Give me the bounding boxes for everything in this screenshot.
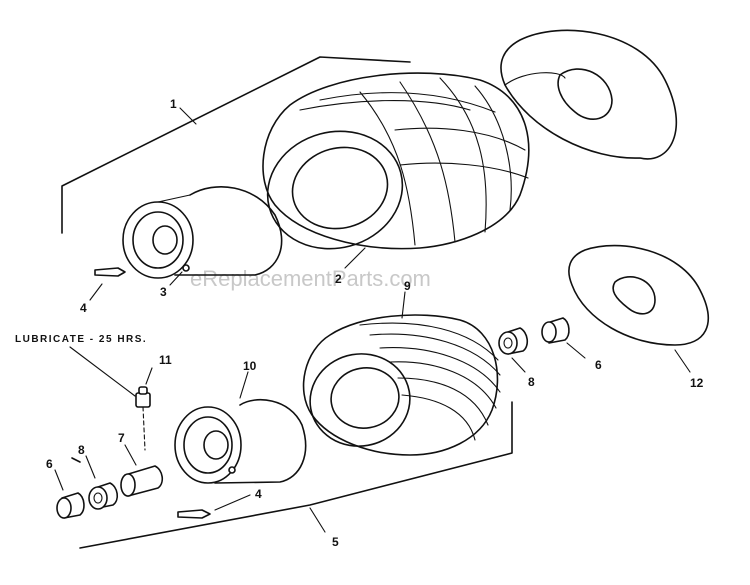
- callout-5: 5: [332, 535, 339, 549]
- watermark: eReplacementParts.com: [190, 266, 431, 291]
- part-8-bearing-right: [498, 327, 529, 355]
- callout-6-right: 6: [595, 358, 602, 372]
- part-11-grease-fitting: [135, 386, 151, 451]
- callout-11: 11: [159, 353, 172, 367]
- callout-4-upper: 4: [80, 301, 87, 315]
- callout-10: 10: [243, 359, 257, 373]
- callout-1: 1: [170, 97, 177, 111]
- part-9-tire: [302, 314, 501, 456]
- leader-lines: [54, 247, 691, 511]
- bracket-assembly-1: [61, 56, 411, 234]
- part-7-spacer: [120, 465, 164, 497]
- bracket-assembly-5: [71, 401, 513, 549]
- part-8-bearing-left: [88, 482, 119, 510]
- part-6-bushing-left: [56, 492, 85, 519]
- part-3-wheel-rim: [122, 186, 283, 279]
- part-10-wheel-rim: [174, 399, 307, 484]
- part-12-tube: [568, 244, 710, 346]
- callout-6-left: 6: [46, 457, 53, 471]
- callout-8-left: 8: [78, 443, 85, 457]
- part-2-large-tire: [262, 72, 530, 250]
- part-6-bushing-right: [541, 317, 570, 344]
- callout-4-lower: 4: [255, 487, 262, 501]
- callout-labels: 1 2 3 4 9 10 11 7 8 6 4 5 8 6 12 LUBRICA…: [15, 97, 704, 549]
- part-4-valve-stem-lower: [177, 509, 211, 519]
- callout-8-right: 8: [528, 375, 535, 389]
- callout-2: 2: [335, 272, 342, 286]
- callout-7: 7: [118, 431, 125, 445]
- callout-9: 9: [404, 279, 411, 293]
- callout-3: 3: [160, 285, 167, 299]
- lubricate-note: LUBRICATE - 25 HRS.: [15, 334, 147, 345]
- part-4-valve-stem-upper: [94, 267, 126, 277]
- part-tire-upper-outer: [500, 29, 678, 160]
- callout-12: 12: [690, 376, 704, 390]
